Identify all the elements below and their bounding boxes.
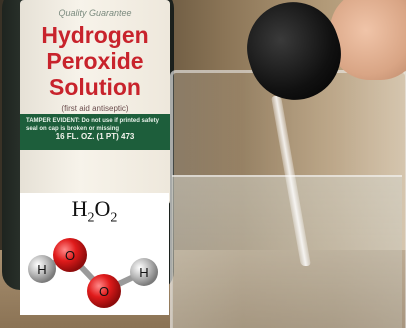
atom-hydrogen-2 <box>130 258 158 286</box>
label-title-line-3: Solution <box>49 74 141 100</box>
atom-hydrogen-1 <box>28 255 56 283</box>
label-subtitle: (first aid antiseptic) <box>61 104 129 113</box>
bottle-label <box>20 0 170 205</box>
hand <box>330 0 406 80</box>
label-warning: TAMPER EVIDENT: Do not use if printed sa… <box>26 118 159 132</box>
glass-liquid <box>172 175 402 328</box>
formula-o-count: 2 <box>110 210 118 226</box>
formula-h-count: 2 <box>87 210 95 226</box>
molecule-diagram: H O O H <box>28 238 158 308</box>
label-top-text: Quality Guarantee <box>58 8 132 18</box>
formula-o: O <box>94 196 111 221</box>
label-green-band <box>20 114 170 150</box>
label-quantity: 16 FL. OZ. (1 PT) 473 <box>55 132 135 141</box>
label-title-line-2: Peroxide <box>46 48 144 74</box>
atom-label-o-2: O <box>99 284 109 299</box>
label-title-line-1: Hydrogen <box>41 22 149 48</box>
formula-h: H <box>71 196 88 221</box>
atom-oxygen-2 <box>87 274 121 308</box>
label-title: Hydrogen Peroxide Solution <box>22 22 168 100</box>
atom-label-o-1: O <box>65 248 75 263</box>
chemical-formula: H2O2 <box>20 196 169 226</box>
atom-oxygen-1 <box>53 238 87 272</box>
atom-label-h-1: H <box>37 262 46 277</box>
atom-label-h-2: H <box>139 265 148 280</box>
